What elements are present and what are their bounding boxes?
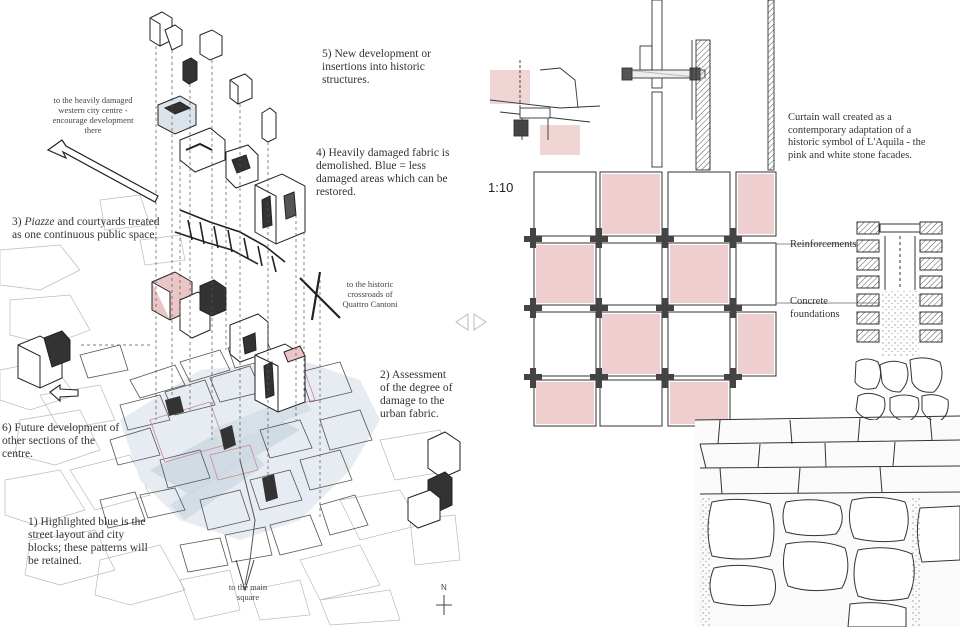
- north-label: N: [441, 583, 447, 592]
- label-highlighted: 1) Highlighted blue is the street layout…: [28, 516, 148, 567]
- arrow-western-centre: [46, 139, 159, 203]
- label-western-centre: to the heavily damaged western city cent…: [52, 95, 134, 135]
- center-marks: [455, 313, 487, 331]
- arrow-future: [49, 383, 79, 403]
- curtain-wall-top-detail: [489, 0, 775, 171]
- label-demolished: 4) Heavily damaged fabric is demolished.…: [316, 147, 450, 198]
- label-piazze-italic: Piazze: [24, 216, 55, 228]
- label-curtain-wall: Curtain wall created as a contemporary a…: [788, 112, 926, 161]
- label-concrete-foundations: Concrete foundations: [790, 296, 840, 320]
- label-piazze-number: 3): [12, 216, 22, 228]
- label-new-development: 5) New development or insertions into hi…: [322, 48, 431, 86]
- scale-label: 1:10: [488, 180, 514, 195]
- city-base-map: [0, 194, 461, 626]
- label-assessment: 2) Assessment of the degree of damage to…: [380, 369, 453, 420]
- stone-wall-elevation: [694, 415, 960, 627]
- curtain-wall-elevation: [524, 171, 777, 427]
- axonometric-buildings: [17, 11, 461, 529]
- label-main-square: to the main square: [228, 582, 268, 602]
- projection-lines: [80, 46, 321, 520]
- label-piazze-rest: and courtyards treated as one continuous…: [12, 216, 160, 241]
- label-future-development: 6) Future development of other sections …: [2, 422, 120, 460]
- label-piazze: 3) Piazze and courtyards treated as one …: [12, 216, 162, 242]
- wall-section-detail: [776, 221, 949, 423]
- label-crossroads: to the historic crossroads of Quattro Ca…: [342, 279, 398, 309]
- north-arrow: [436, 595, 452, 615]
- label-reinforcements: Reinforcements: [790, 239, 857, 250]
